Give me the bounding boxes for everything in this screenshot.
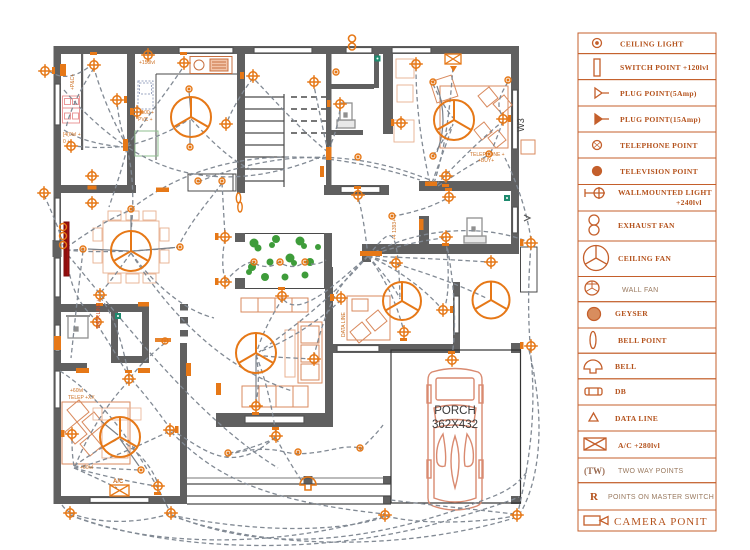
svg-text:DATA LINE: DATA LINE [615, 414, 658, 423]
svg-text:POINTS ON MASTER SWITCH: POINTS ON MASTER SWITCH [608, 494, 714, 501]
svg-text:+4 1393+: +4 1393+ [392, 219, 398, 240]
svg-text:+60lvl: +60lvl [80, 465, 93, 471]
svg-text:DATA LINE +: DATA LINE + [96, 299, 102, 328]
svg-text:+P&C+: +P&C+ [70, 74, 76, 90]
svg-text:TELEP +XX: TELEP +XX [68, 395, 95, 401]
svg-text:EXHAUST FAN: EXHAUST FAN [618, 221, 675, 230]
svg-text:TWO WAY POINTS: TWO WAY POINTS [618, 468, 684, 475]
svg-text:+BUY+: +BUY+ [478, 158, 494, 164]
svg-text:DATA LINE: DATA LINE [341, 312, 347, 337]
svg-text:TELEVISION POINT: TELEVISION POINT [620, 167, 698, 176]
svg-text:TELEPHONE +: TELEPHONE + [470, 152, 505, 158]
svg-text:R: R [590, 491, 599, 503]
svg-text:BELL: BELL [615, 362, 636, 371]
svg-text:362X432: 362X432 [432, 419, 478, 431]
svg-text:WALL FAN: WALL FAN [622, 287, 659, 294]
svg-text:[4(0lvl +: [4(0lvl + [63, 132, 81, 138]
svg-text:DB: DB [615, 387, 626, 396]
svg-text:A/C: A/C [113, 479, 124, 485]
svg-text:BELL POINT: BELL POINT [618, 336, 667, 345]
svg-text:PLUG POINT(5Amp): PLUG POINT(5Amp) [620, 89, 697, 98]
svg-text:A/C +280lvl: A/C +280lvl [618, 441, 660, 450]
svg-text:CEILING FAN: CEILING FAN [618, 254, 671, 263]
svg-text:CEILING LIGHT: CEILING LIGHT [620, 40, 684, 49]
svg-text:WALLMOUNTED LIGHT: WALLMOUNTED LIGHT [618, 188, 712, 197]
svg-text:TELEPHONE POINT: TELEPHONE POINT [620, 141, 698, 150]
svg-text:CAMERA PONIT: CAMERA PONIT [614, 516, 708, 528]
svg-text:(TW): (TW) [584, 466, 605, 476]
svg-text:0 +: 0 + [63, 139, 70, 145]
svg-text:+60lvl: +60lvl [70, 388, 83, 394]
svg-text:PLUG POINT(15Amp): PLUG POINT(15Amp) [620, 115, 701, 124]
svg-text:+1100 +: +1100 + [136, 110, 154, 116]
svg-text:PVC +: PVC + [138, 117, 153, 123]
svg-text:PORCH: PORCH [434, 405, 476, 417]
svg-text:SWITCH POINT +120lvl: SWITCH POINT +120lvl [620, 63, 709, 72]
svg-text:W3: W3 [516, 118, 526, 132]
svg-text:GEYSER: GEYSER [615, 309, 648, 318]
svg-text:+240lvl: +240lvl [676, 198, 702, 207]
svg-text:+150lvl: +150lvl [139, 60, 155, 66]
